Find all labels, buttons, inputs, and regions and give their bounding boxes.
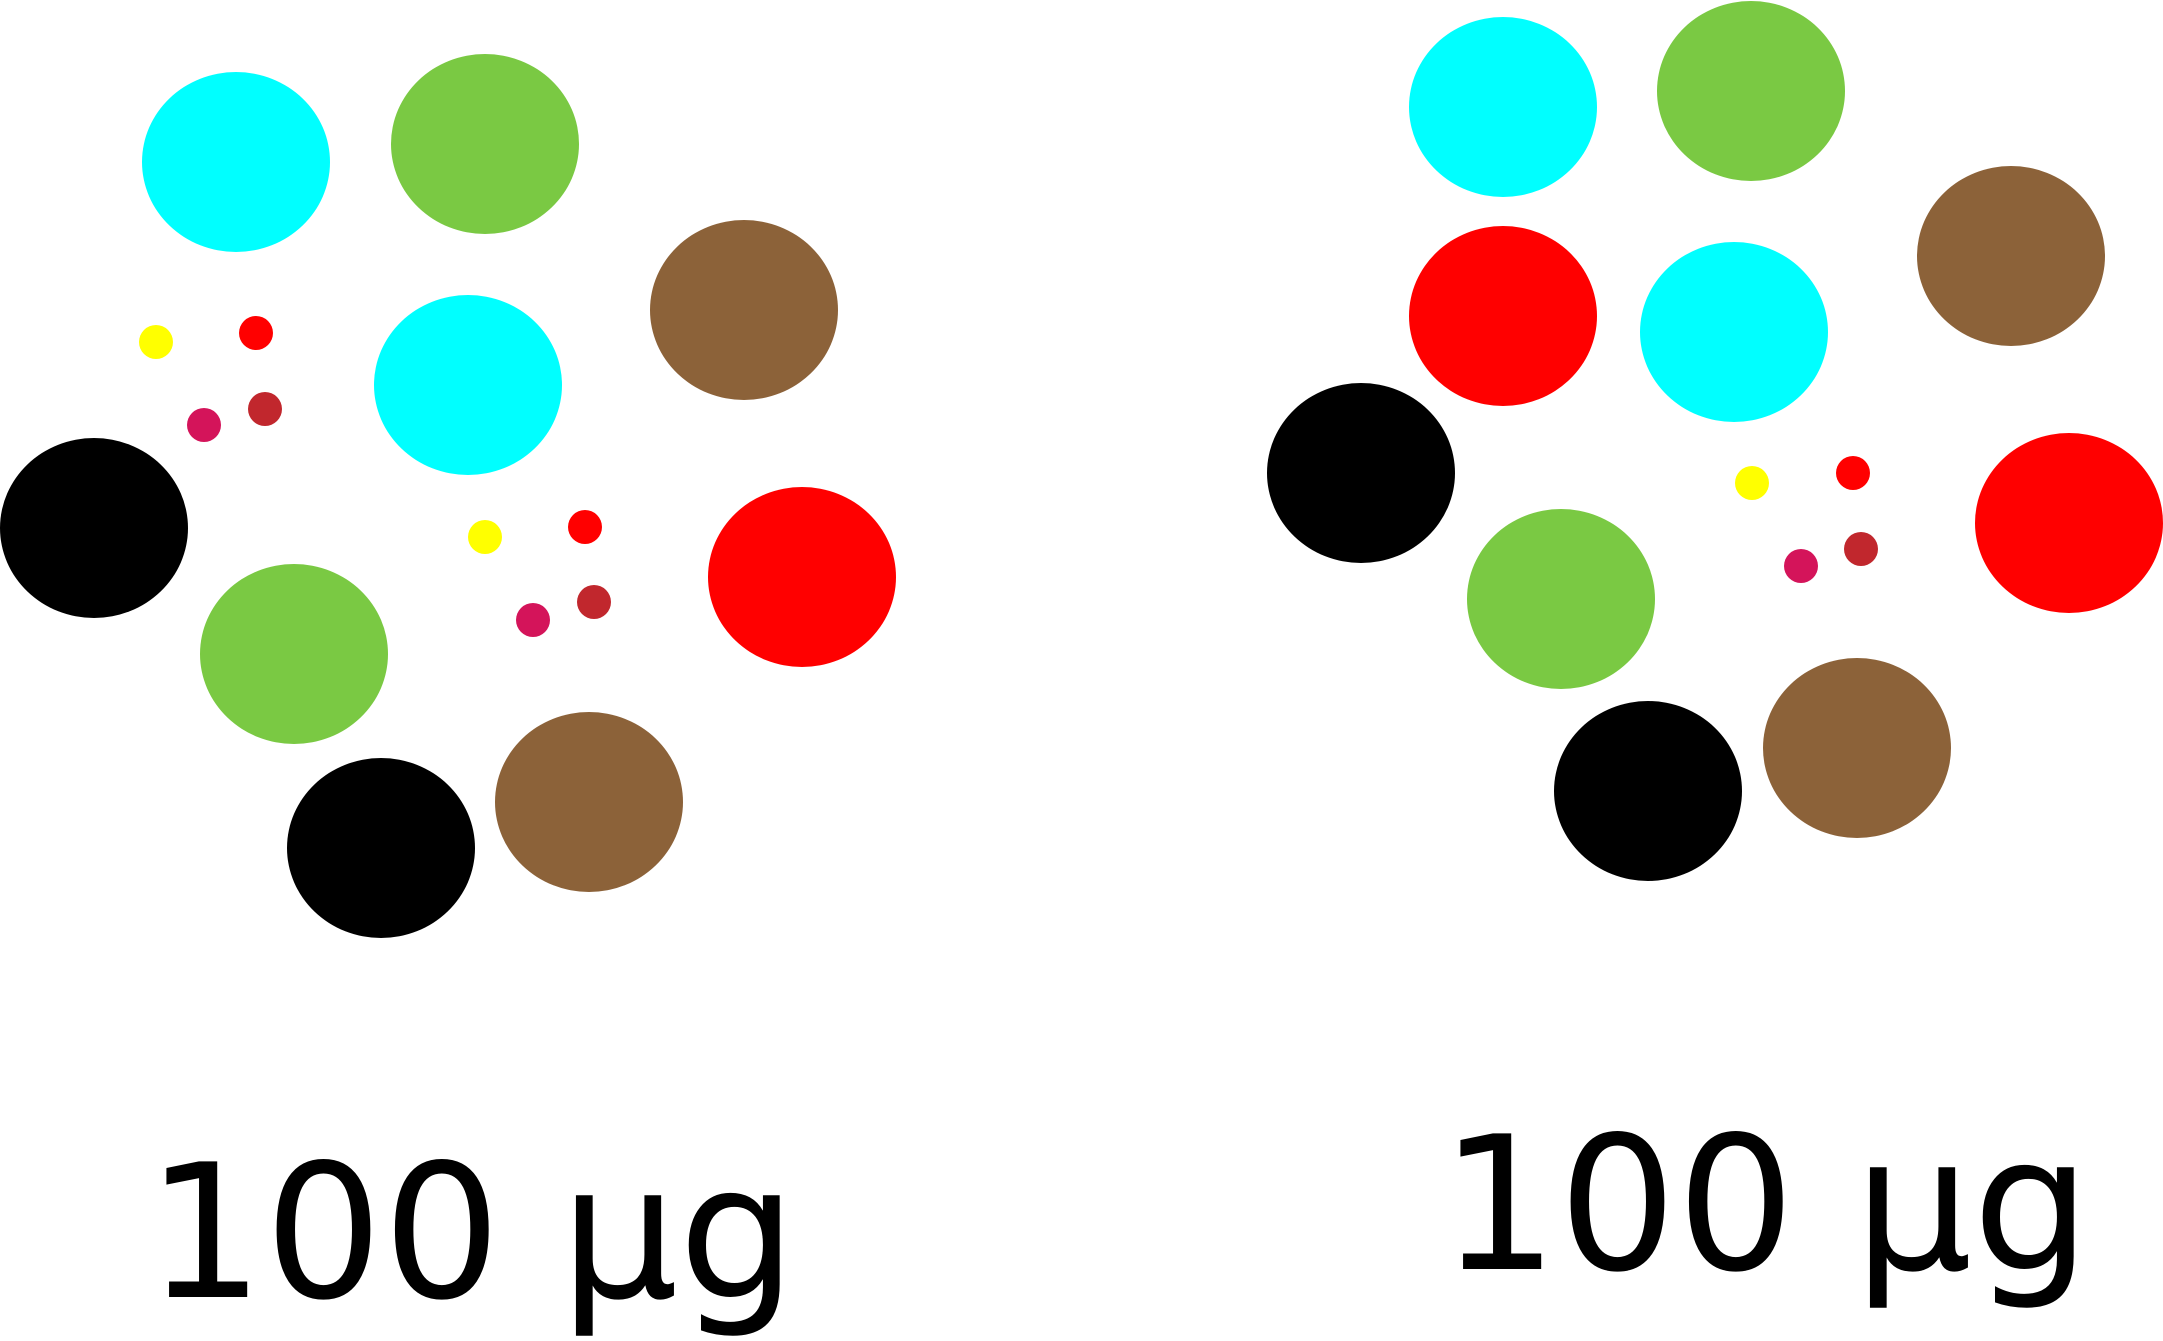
large-spot-cyan xyxy=(374,295,562,475)
small-dot-yellow xyxy=(468,520,502,554)
small-dot-darkred xyxy=(248,392,282,426)
dose-label-right: 100 μg xyxy=(1440,1096,2091,1313)
large-spot-cyan xyxy=(1409,17,1597,197)
large-spot-green xyxy=(200,564,388,744)
large-spot-black xyxy=(0,438,188,618)
large-spot-cyan xyxy=(142,72,330,252)
spot-group-left xyxy=(0,54,896,938)
small-dot-crimson xyxy=(187,408,221,442)
small-dot-darkred xyxy=(577,585,611,619)
large-spot-black xyxy=(1267,383,1455,563)
spot-group-right xyxy=(1267,1,2163,881)
large-spot-black xyxy=(287,758,475,938)
large-spot-brown xyxy=(1917,166,2105,346)
large-spot-green xyxy=(391,54,579,234)
small-dot-dot_red xyxy=(239,316,273,350)
large-spot-green xyxy=(1467,509,1655,689)
small-dot-crimson xyxy=(1784,549,1818,583)
small-dot-darkred xyxy=(1844,532,1878,566)
large-spot-brown xyxy=(495,712,683,892)
large-spot-green xyxy=(1657,1,1845,181)
small-dot-dot_red xyxy=(568,510,602,544)
large-spot-red xyxy=(1409,226,1597,406)
small-dot-crimson xyxy=(516,603,550,637)
small-dot-yellow xyxy=(139,325,173,359)
large-spot-black xyxy=(1554,701,1742,881)
large-spot-brown xyxy=(650,220,838,400)
dose-label-left: 100 μg xyxy=(146,1124,797,1341)
large-spot-red xyxy=(1975,433,2163,613)
small-dot-dot_red xyxy=(1836,456,1870,490)
large-spot-red xyxy=(708,487,896,667)
large-spot-cyan xyxy=(1640,242,1828,422)
large-spot-brown xyxy=(1763,658,1951,838)
small-dot-yellow xyxy=(1735,466,1769,500)
